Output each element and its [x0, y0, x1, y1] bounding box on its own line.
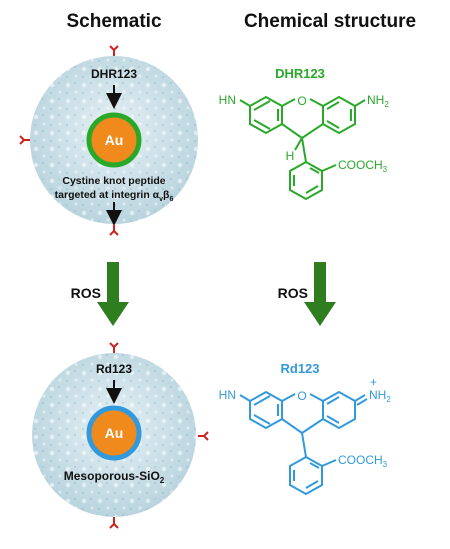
left-group: HN [219, 93, 236, 107]
ros-label-right: ROS [278, 285, 308, 301]
ros-arrow-right: ROS [278, 262, 336, 326]
bottom-nanoparticle: Au Rd123 Mesoporous-SiO2 [32, 342, 209, 529]
ros-arrow-left: ROS [71, 262, 129, 326]
shell-label: Mesoporous-SiO2 [64, 469, 165, 485]
oxygen-atom: O [297, 94, 306, 108]
probe-label: Rd123 [96, 362, 132, 376]
dhr123-bonds [239, 95, 366, 201]
ester-group: COOCH3 [338, 158, 388, 174]
structure-name: DHR123 [275, 66, 325, 81]
antibody-y-icon [109, 342, 119, 353]
gold-core [86, 405, 142, 461]
rd123-bonds [239, 390, 368, 496]
structure-name: Rd123 [280, 361, 319, 376]
antibody-y-icon [19, 135, 30, 145]
dhr123-structure: DHR123 HN O NH2 H COOCH3 [219, 66, 389, 201]
antibody-y-icon [198, 431, 209, 441]
peptide-caption-line1: Cystine knot peptide [62, 175, 165, 187]
peptide-caption-line2: targeted at integrin αvβ6 [55, 189, 174, 203]
heading-schematic: Schematic [66, 11, 161, 32]
gold-core [86, 112, 142, 168]
core-label: Au [105, 132, 124, 148]
right-group: NH2 [369, 388, 391, 404]
ros-label-left: ROS [71, 285, 101, 301]
antibody-y-icon [109, 224, 119, 236]
antibody-y-icon [109, 517, 119, 529]
top-nanoparticle: Au DHR123 Cystine knot peptide targeted … [19, 45, 198, 236]
antibody-y-icon [109, 45, 119, 56]
hydrogen-atom: H [286, 149, 295, 163]
positive-charge: + [370, 375, 377, 389]
oxygen-atom: O [297, 389, 306, 403]
core-label: Au [105, 425, 124, 441]
heading-chemical-structure: Chemical structure [244, 11, 416, 32]
rd123-structure: Rd123 HN O + NH2 COOCH3 [219, 361, 391, 496]
ester-group: COOCH3 [338, 453, 388, 469]
right-group: NH2 [367, 93, 389, 109]
probe-label: DHR123 [91, 67, 137, 81]
left-group: HN [219, 388, 236, 402]
